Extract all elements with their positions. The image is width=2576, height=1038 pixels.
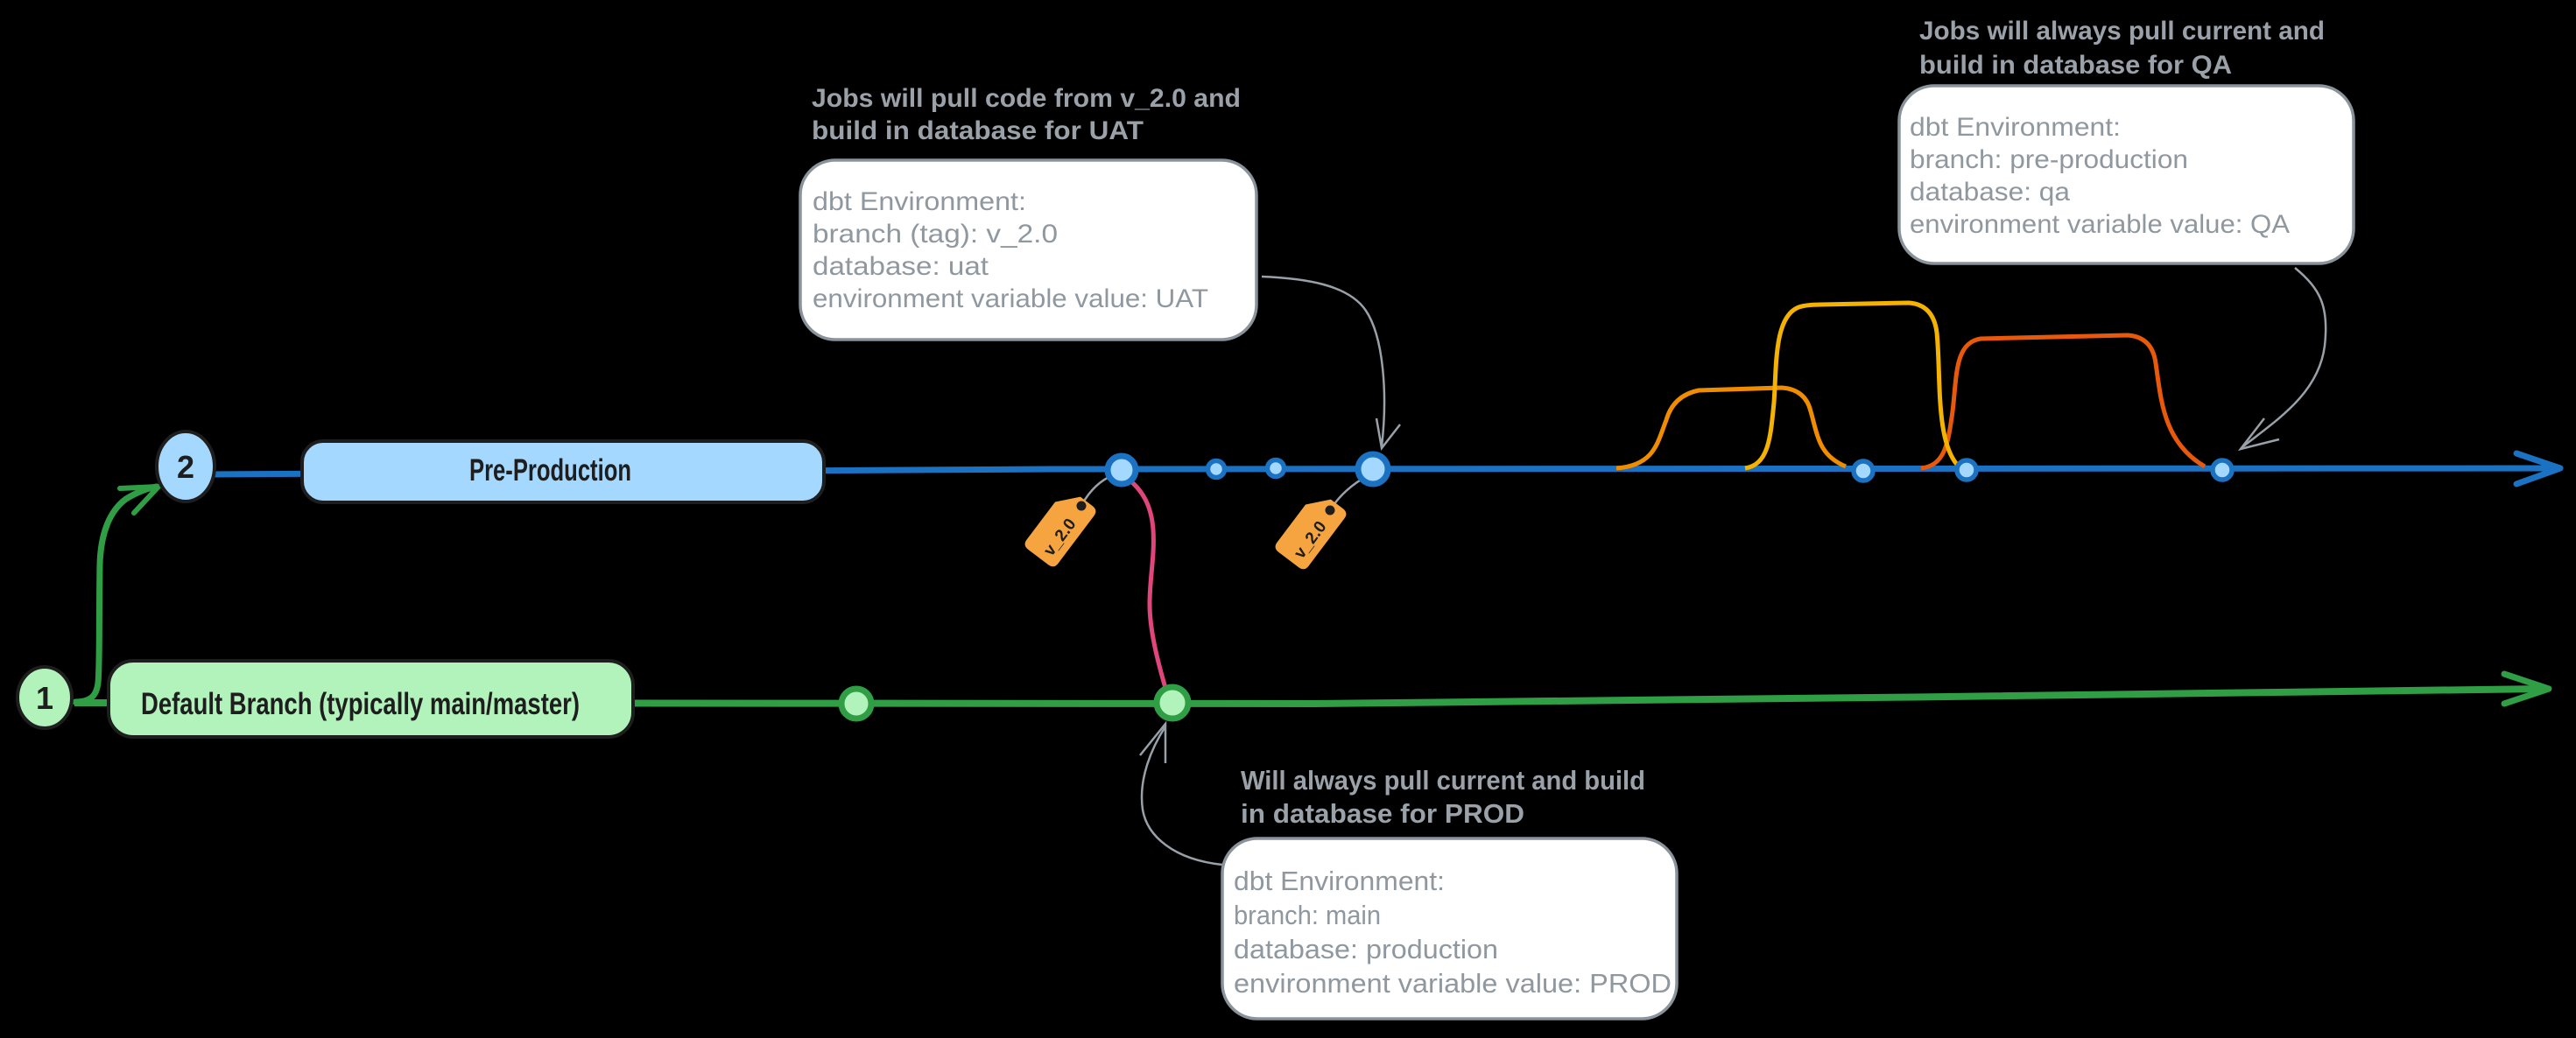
svg-text:environment variable value: UA: environment variable value: UAT	[813, 284, 1208, 313]
svg-text:Pre-Production: Pre-Production	[469, 453, 631, 487]
svg-text:dbt Environment:: dbt Environment:	[813, 187, 1026, 216]
svg-text:Jobs will pull code from v_2.0: Jobs will pull code from v_2.0 and	[812, 84, 1241, 113]
svg-text:Default Branch (typically main: Default Branch (typically main/master)	[141, 687, 580, 721]
svg-text:database: qa: database: qa	[1910, 178, 2070, 207]
svg-text:database: uat: database: uat	[813, 252, 989, 281]
svg-text:dbt Environment:: dbt Environment:	[1910, 113, 2121, 142]
svg-text:environment variable value: QA: environment variable value: QA	[1910, 210, 2290, 239]
svg-text:in database for PROD: in database for PROD	[1241, 798, 1524, 829]
svg-text:dbt Environment:: dbt Environment:	[1234, 866, 1445, 896]
svg-text:environment variable value: PR: environment variable value: PROD	[1234, 968, 1672, 999]
svg-text:1: 1	[36, 680, 53, 716]
svg-text:Will always pull current and b: Will always pull current and build	[1241, 765, 1645, 796]
svg-text:branch: pre-production: branch: pre-production	[1910, 145, 2188, 174]
svg-text:build in database for UAT: build in database for UAT	[812, 116, 1144, 145]
svg-text:Jobs will always pull current: Jobs will always pull current and	[1919, 17, 2325, 46]
svg-text:build in database for QA: build in database for QA	[1919, 51, 2232, 80]
svg-text:branch (tag): v_2.0: branch (tag): v_2.0	[813, 220, 1058, 249]
svg-text:2: 2	[177, 449, 194, 485]
svg-text:branch: main: branch: main	[1234, 900, 1381, 930]
svg-text:database: production: database: production	[1234, 934, 1498, 964]
